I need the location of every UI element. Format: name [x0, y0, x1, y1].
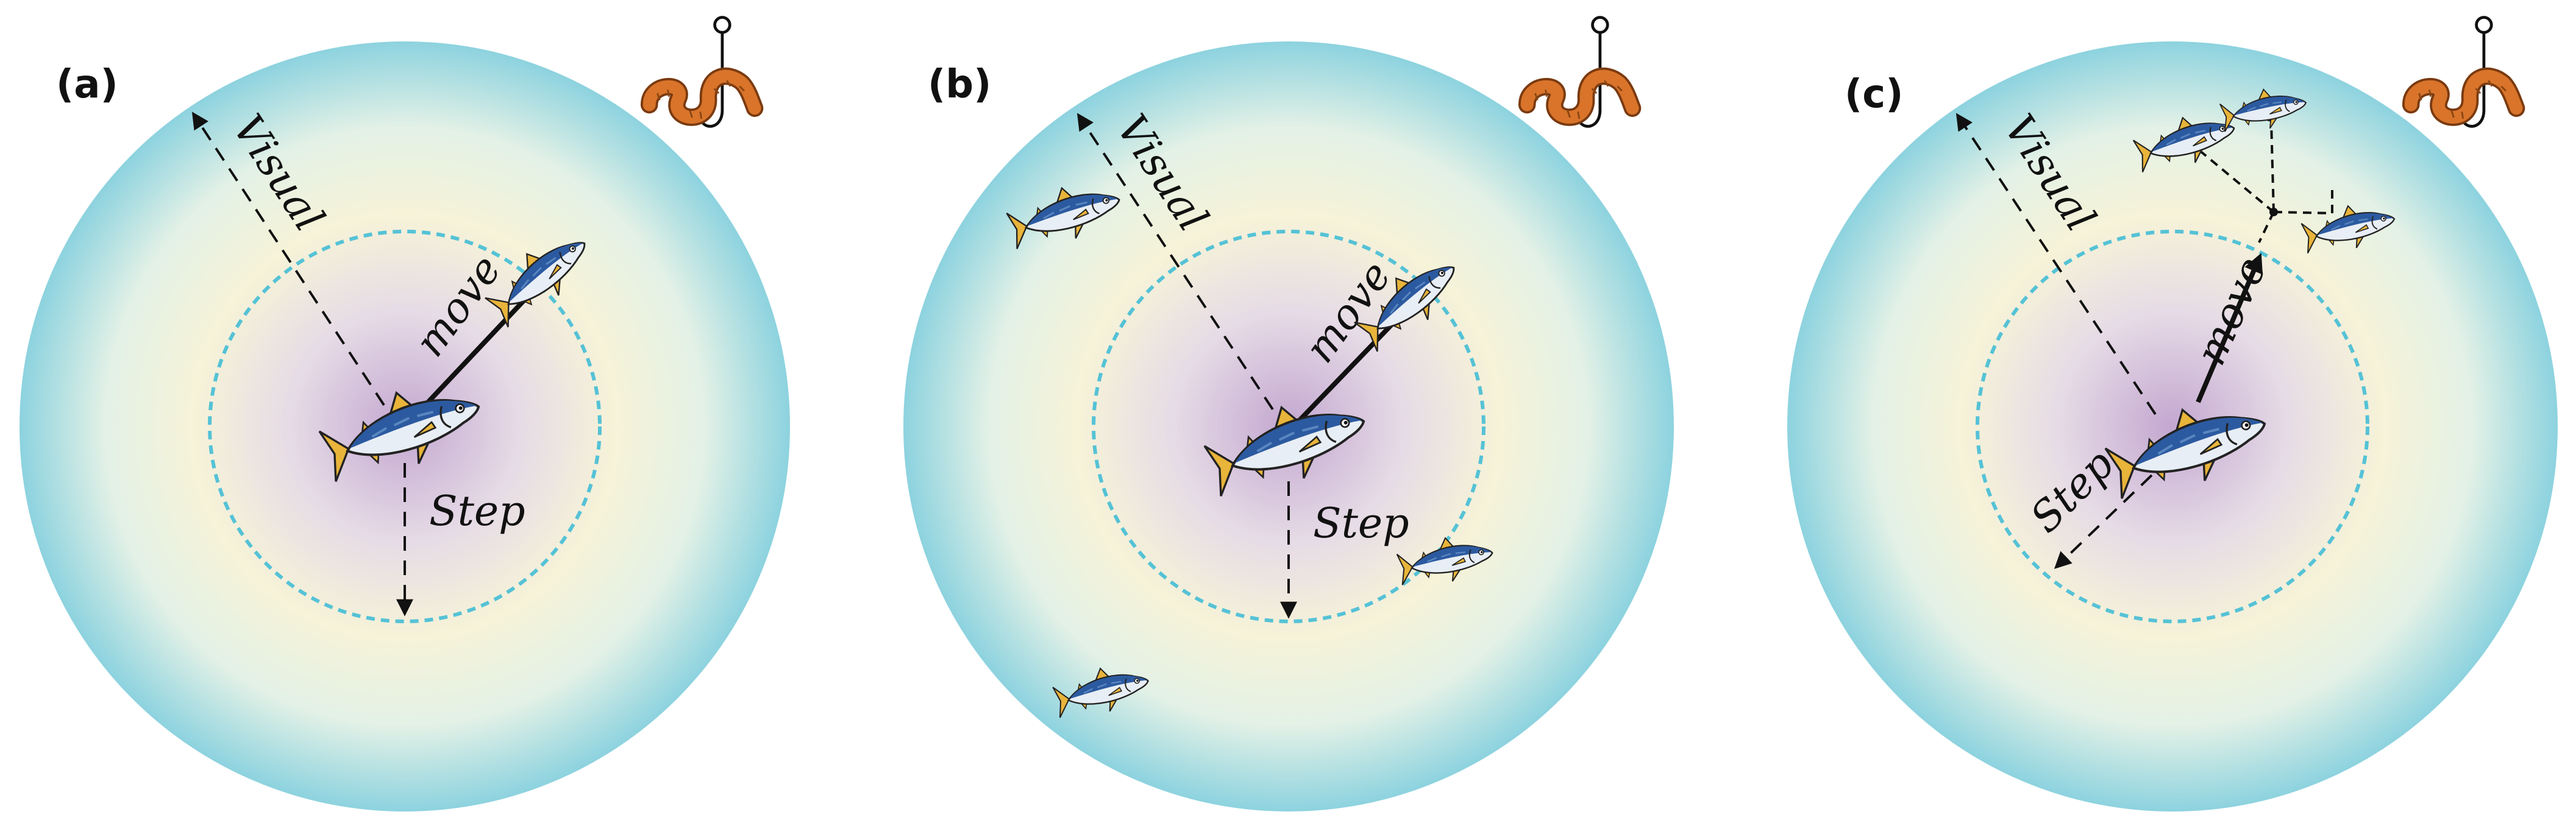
visual-arrow: [1076, 113, 1274, 411]
panel-label: (a): [56, 62, 118, 107]
step-arrow: [2054, 474, 2153, 569]
move-arrow: [2196, 253, 2263, 403]
step-label: Step: [1313, 500, 1409, 548]
step-range-dashed-circle: [1976, 230, 2369, 623]
step-label: Step: [429, 487, 525, 536]
swarm-centroid-point: [2269, 208, 2278, 216]
worm-on-hook-icon: [2411, 18, 2516, 127]
visual-arrow: [191, 111, 385, 406]
visual-arrow: [1955, 113, 2157, 416]
step-range-dashed-circle: [208, 230, 602, 623]
worm-on-hook-icon: [1527, 18, 1632, 127]
step-range-dashed-circle: [1092, 230, 1485, 623]
panel-c: (c) Visual Step move: [1787, 18, 2558, 812]
worm-on-hook-icon: [649, 18, 755, 127]
visual-range-circle: [1787, 41, 2558, 812]
panel-a: (a) Visual Step move: [20, 18, 790, 812]
panel-b: (b) Visual Step move: [903, 18, 1674, 812]
panel-label: (c): [1845, 72, 1903, 117]
panel-label: (b): [928, 62, 991, 107]
